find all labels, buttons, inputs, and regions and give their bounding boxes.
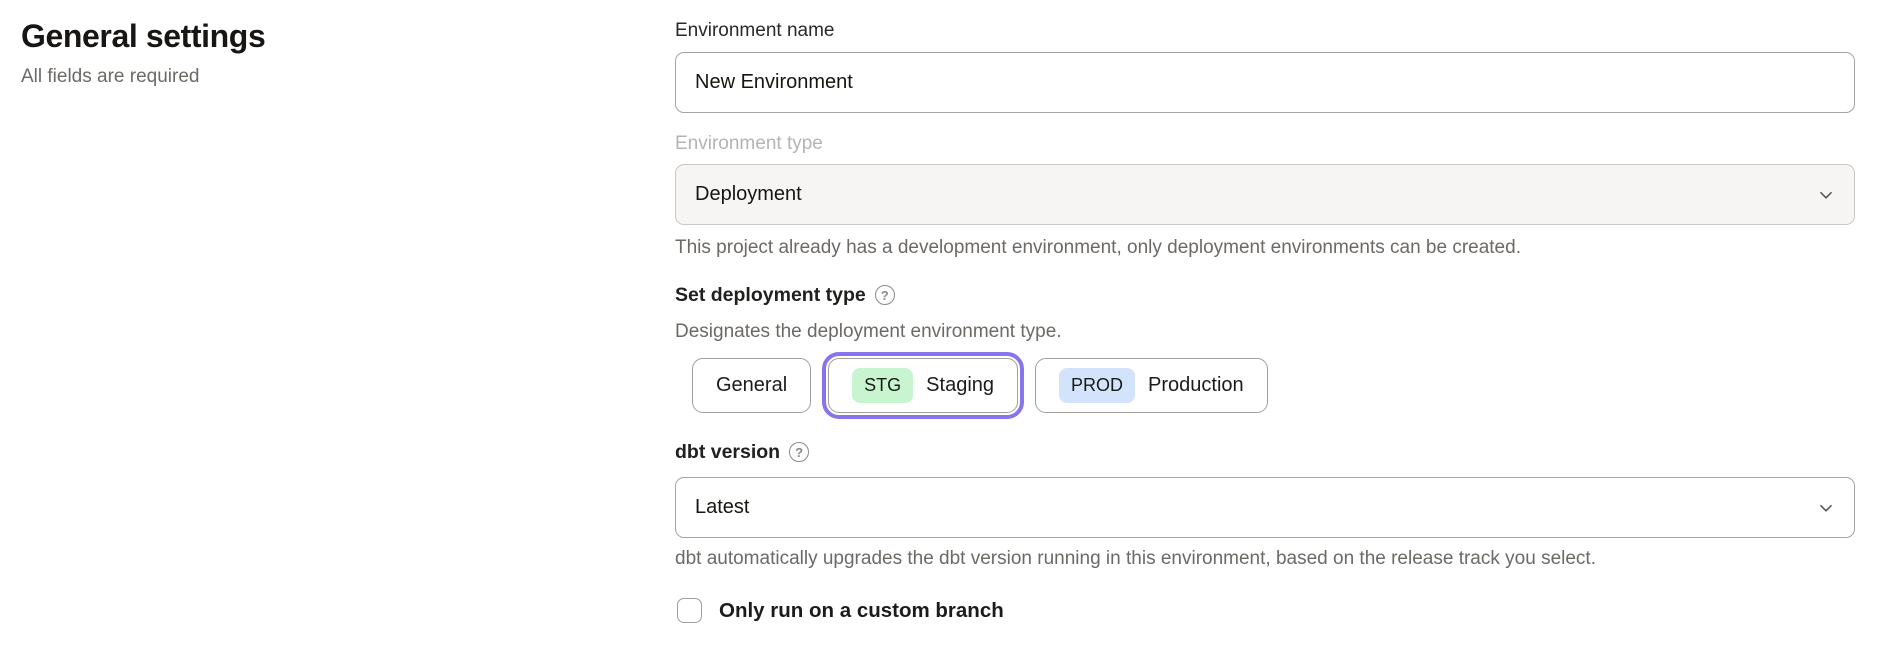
environment-type-helper: This project already has a development e… (675, 237, 1521, 258)
deployment-type-general-button[interactable]: General (692, 358, 812, 413)
staging-badge: STG (852, 368, 914, 403)
page-title: General settings (21, 18, 266, 54)
custom-branch-label[interactable]: Only run on a custom branch (719, 598, 1004, 622)
dbt-version-select[interactable]: Latest (675, 477, 1855, 538)
dbt-version-section-label: dbt version ? (675, 440, 1855, 464)
dbt-version-label-text: dbt version (675, 441, 781, 463)
environment-name-input[interactable] (675, 52, 1855, 113)
custom-branch-row: Only run on a custom branch (675, 598, 1855, 623)
deployment-type-button-group: General STG Staging PROD Production (675, 352, 1855, 419)
custom-branch-checkbox[interactable] (677, 598, 702, 623)
help-icon[interactable]: ? (789, 442, 810, 462)
deployment-type-label-text: Set deployment type (675, 284, 866, 306)
chevron-down-icon (1820, 191, 1832, 199)
deployment-type-description: Designates the deployment environment ty… (675, 321, 1062, 342)
environment-type-value: Deployment (695, 183, 802, 205)
production-badge: PROD (1059, 368, 1136, 403)
dbt-version-value: Latest (695, 496, 750, 518)
general-settings-form: Environment name Environment type Deploy… (675, 0, 1855, 660)
environment-name-label: Environment name (675, 20, 835, 41)
deployment-type-section-label: Set deployment type ? (675, 283, 1855, 307)
page-header: General settings All fields are required (21, 16, 266, 88)
page-subtitle: All fields are required (21, 66, 200, 87)
help-icon[interactable]: ? (874, 285, 895, 305)
environment-type-label: Environment type (675, 133, 823, 154)
deployment-type-production-button[interactable]: PROD Production (1035, 358, 1268, 413)
production-button-label: Production (1148, 374, 1244, 396)
environment-type-select: Deployment (675, 164, 1855, 225)
general-button-label: General (716, 374, 788, 396)
deployment-type-staging-button[interactable]: STG Staging (822, 352, 1025, 419)
staging-button-label: Staging (926, 374, 995, 396)
dbt-version-helper: dbt automatically upgrades the dbt versi… (675, 548, 1596, 569)
chevron-down-icon (1820, 504, 1832, 512)
